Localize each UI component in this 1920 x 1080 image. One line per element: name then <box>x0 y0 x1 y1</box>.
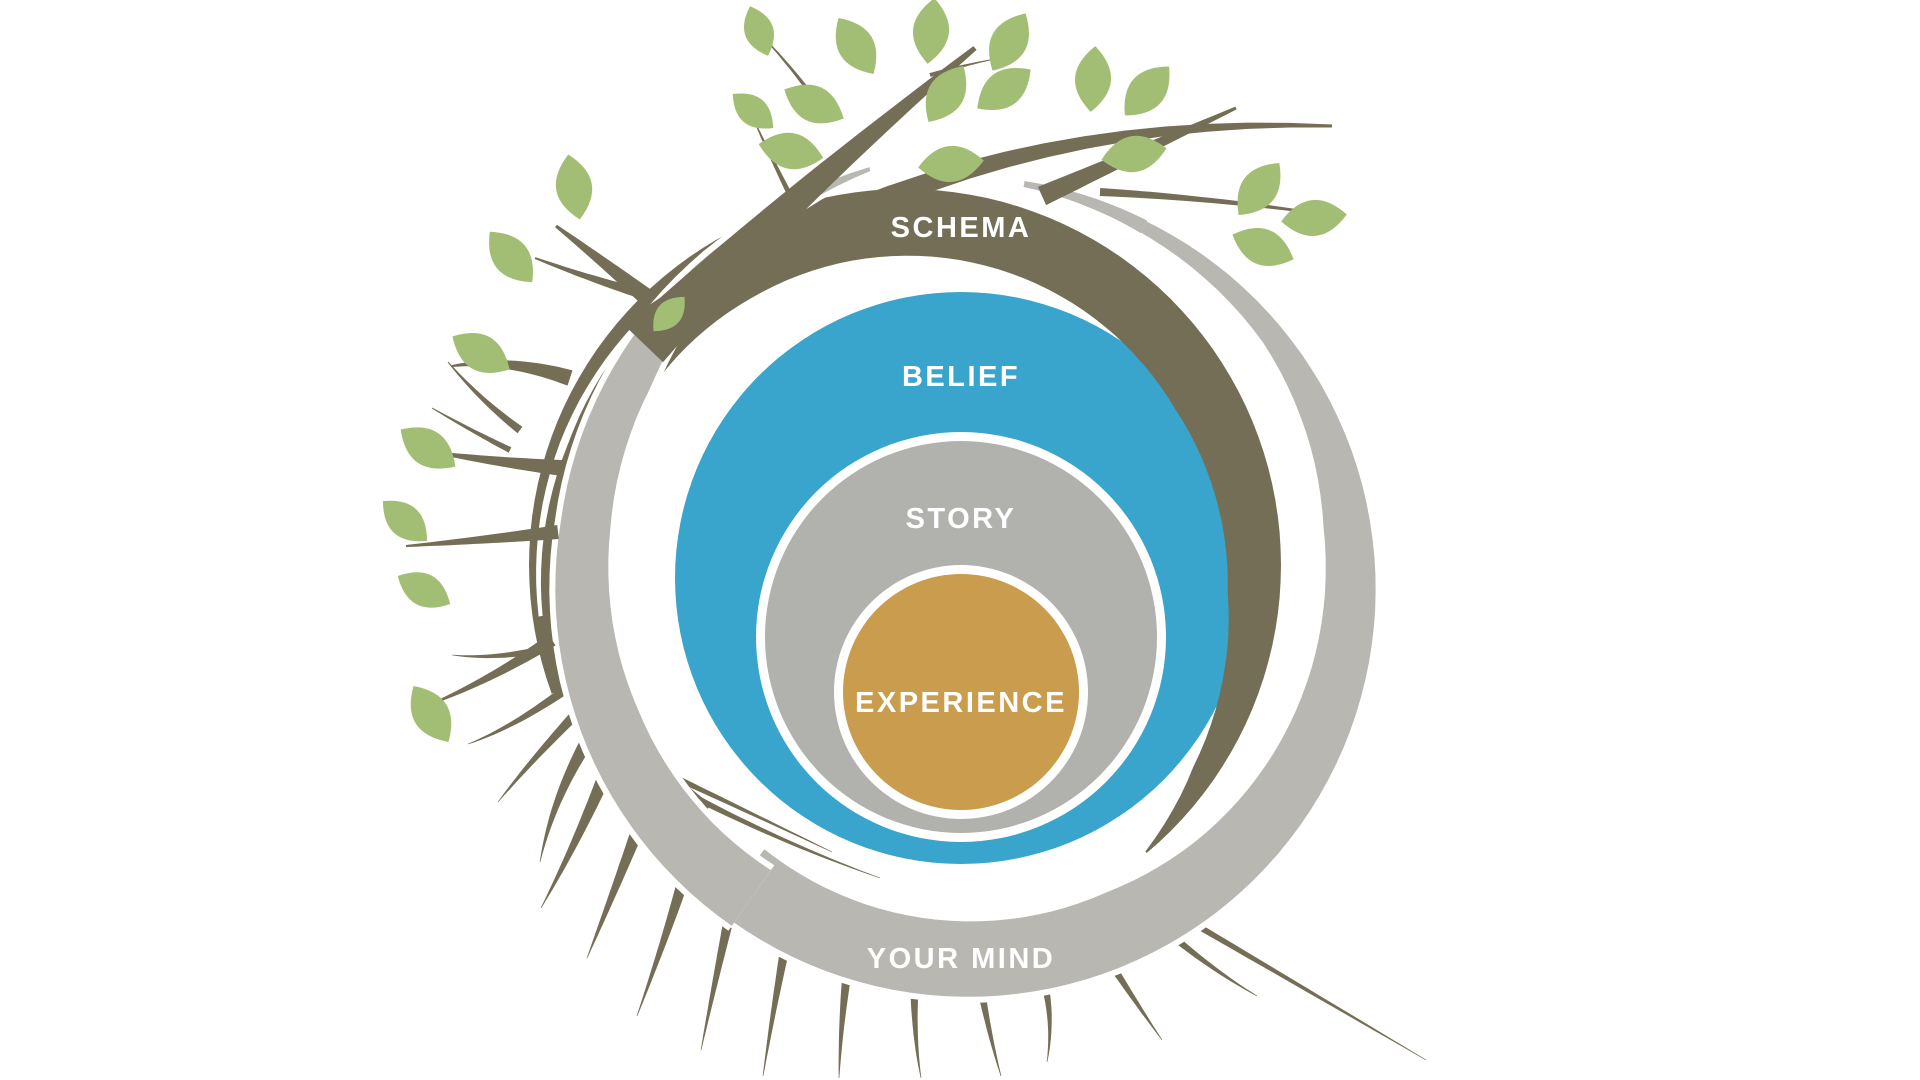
branch <box>431 451 563 476</box>
branch <box>534 257 638 297</box>
leaf <box>925 66 967 122</box>
root-strand <box>467 686 568 745</box>
leaf <box>732 93 774 129</box>
leaf <box>397 572 451 608</box>
experience-circle <box>843 574 1079 810</box>
root-strand <box>586 813 650 959</box>
root-strand <box>1160 902 1427 1061</box>
leaf <box>653 296 685 332</box>
ring-segment <box>717 218 1376 997</box>
your-mind-label: YOUR MIND <box>867 943 1055 975</box>
leaf <box>743 6 775 56</box>
leaf <box>1281 200 1347 236</box>
leaf <box>452 333 510 373</box>
leaf <box>835 18 877 74</box>
branch <box>435 634 556 703</box>
leaf <box>989 13 1029 71</box>
your-mind-ring-back <box>713 213 1382 1003</box>
leaf <box>918 146 984 182</box>
labels: SCHEMA BELIEF STORY EXPERIENCE YOUR MIND <box>855 212 1067 975</box>
story-label: STORY <box>906 503 1017 535</box>
branch <box>447 361 523 434</box>
root-strand <box>540 779 608 909</box>
root-strand <box>497 711 579 803</box>
leaf <box>1237 162 1281 216</box>
experience-label: EXPERIENCE <box>855 687 1067 719</box>
leaf <box>1232 228 1294 266</box>
leaf <box>913 0 949 64</box>
tree-leaves <box>382 0 1347 742</box>
leaf <box>1101 135 1167 173</box>
leaf <box>977 68 1031 110</box>
belief-label: BELIEF <box>902 361 1020 393</box>
ring-segment <box>529 189 1281 853</box>
root-strand <box>698 797 881 879</box>
leaf <box>400 427 456 469</box>
branch <box>405 525 559 547</box>
leaf <box>382 500 428 542</box>
branch <box>1099 188 1323 215</box>
leaf <box>410 686 452 742</box>
schema-label: SCHEMA <box>891 212 1032 244</box>
root-strand <box>539 741 591 863</box>
leaf <box>758 132 824 170</box>
ring-segment <box>555 167 871 926</box>
branch <box>630 122 1333 344</box>
root-strand <box>640 758 833 853</box>
leaf <box>784 84 844 124</box>
leaf <box>555 154 593 220</box>
leaf <box>489 231 533 283</box>
leaf <box>1075 46 1111 112</box>
leaf <box>1124 66 1170 116</box>
branch <box>555 224 656 307</box>
nested-circles <box>675 292 1247 864</box>
branch <box>431 407 512 453</box>
